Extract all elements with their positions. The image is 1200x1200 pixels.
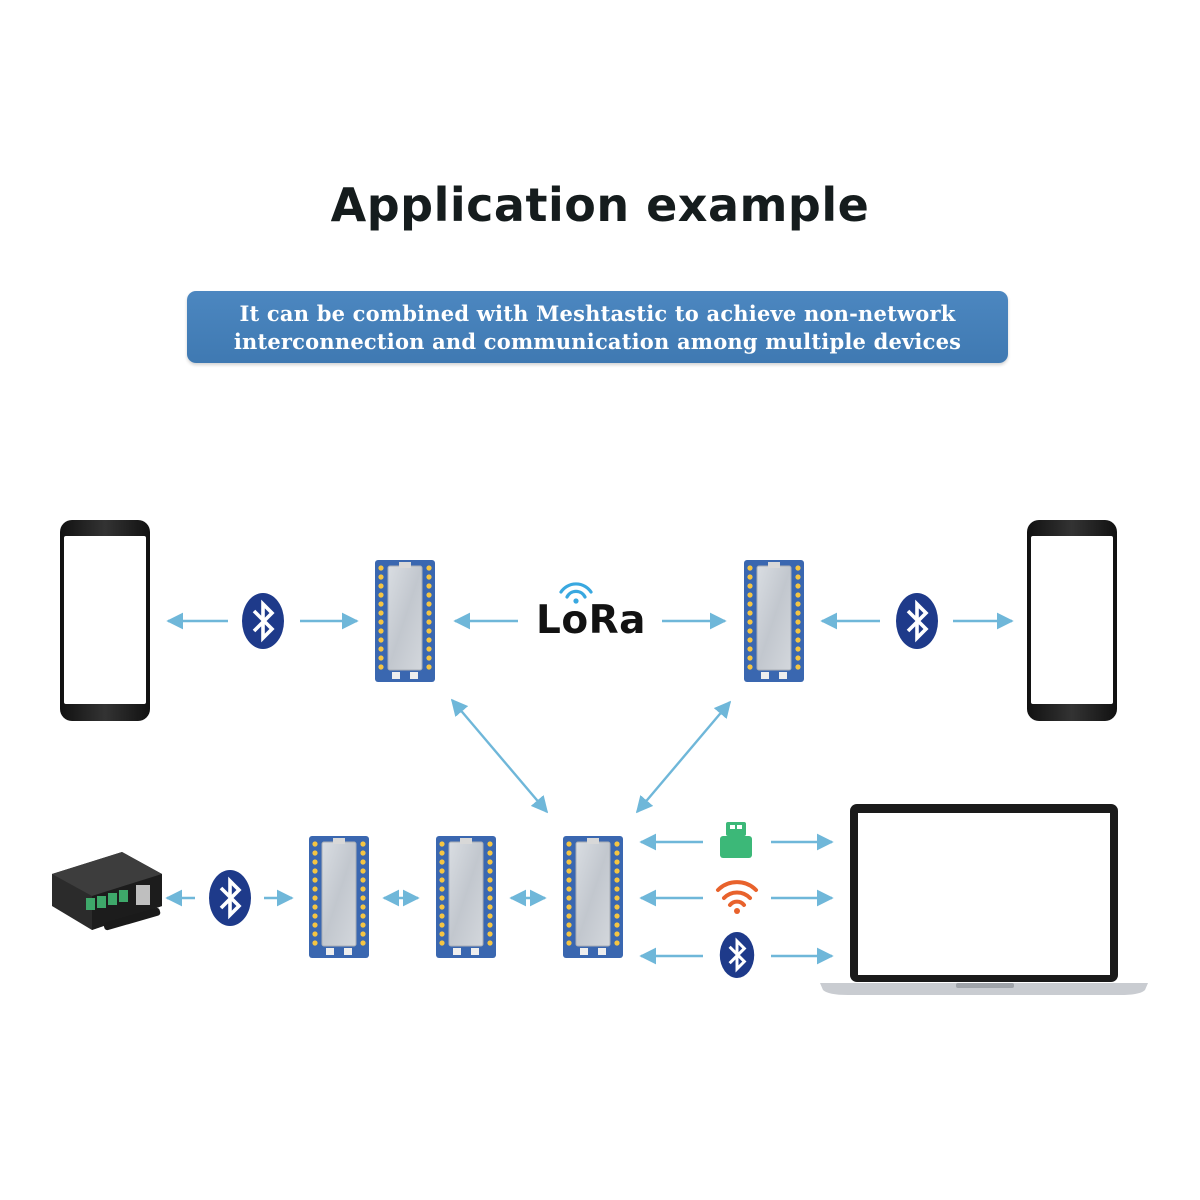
bluetooth-controller-icon [207, 868, 253, 928]
banner-line-1: It can be combined with Meshtastic to ac… [239, 301, 956, 326]
usb-dongle-icon [720, 822, 752, 858]
bluetooth-left-icon [240, 591, 286, 651]
banner-line-2: interconnection and communication among … [233, 329, 962, 354]
bluetooth-right-icon [894, 591, 940, 651]
lora-module-bottom-2-icon [435, 835, 497, 959]
page-title: Application example [330, 178, 870, 232]
lora-module-top-left-icon [374, 559, 436, 683]
lora-label: LoRa [536, 598, 646, 643]
relay-controller-icon [52, 852, 162, 931]
lora-module-top-right-icon [743, 559, 805, 683]
wifi-icon [716, 880, 758, 914]
bluetooth-laptop-icon [718, 930, 756, 980]
lora-module-bottom-1-icon [308, 835, 370, 959]
phone-right-icon [1027, 520, 1117, 721]
description-banner: It can be combined with Meshtastic to ac… [187, 291, 1008, 363]
laptop-icon [820, 804, 1148, 995]
lora-module-bottom-3-icon [562, 835, 624, 959]
lora-wave-icon [559, 582, 593, 604]
phone-left-icon [60, 520, 150, 721]
